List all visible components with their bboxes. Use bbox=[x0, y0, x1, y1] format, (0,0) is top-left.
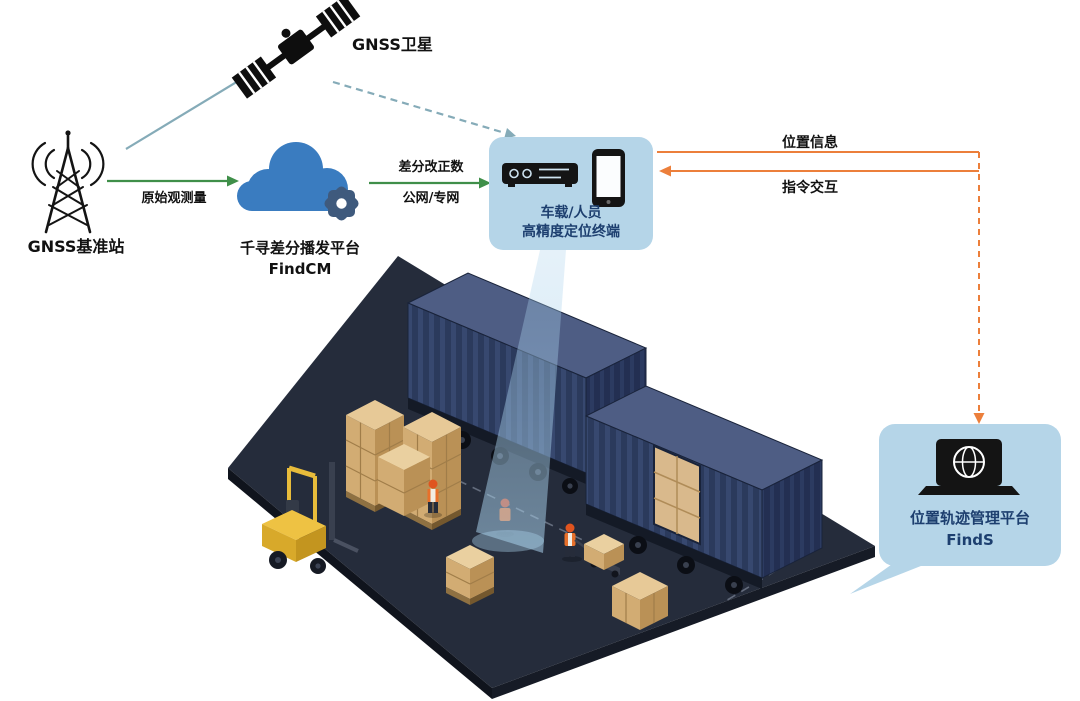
cloud-platform-label-line1: 千寻差分播发平台 bbox=[239, 239, 360, 257]
link-satellite-to-terminal bbox=[332, 80, 516, 139]
laptop-globe-icon bbox=[918, 439, 1020, 495]
cloud-platform-label: 千寻差分播发平台 FindCM bbox=[220, 238, 380, 280]
open-door-cargo bbox=[653, 444, 701, 546]
satellite-icon bbox=[231, 0, 361, 99]
corrections-label-line1: 差分改正数 bbox=[398, 160, 464, 175]
finds-platform-label-line1: 位置轨迹管理平台 bbox=[909, 509, 1030, 527]
finds-card bbox=[850, 424, 1061, 594]
forklift bbox=[262, 462, 359, 574]
front-right-pallet bbox=[612, 572, 668, 630]
cloud-gear-icon bbox=[237, 142, 359, 221]
terminal-label-line1: 车载/人员 bbox=[540, 205, 602, 221]
raw-observation-label: 原始观测量 bbox=[141, 191, 207, 206]
link-corrections-arrow bbox=[369, 177, 491, 189]
corrections-label-line2: 公网/专网 bbox=[402, 191, 460, 206]
finds-platform-label: 位置轨迹管理平台 FindS bbox=[881, 507, 1059, 551]
terminal-label: 车载/人员 高精度定位终端 bbox=[489, 204, 653, 242]
jack-cargo-box bbox=[584, 534, 624, 570]
worker-1 bbox=[424, 479, 442, 518]
single-pallet-box bbox=[445, 545, 495, 605]
gear-icon bbox=[324, 186, 359, 221]
worker-3-pallet-jack bbox=[562, 523, 624, 578]
position-info-label: 位置信息 bbox=[782, 135, 838, 151]
pallet-stack-3 bbox=[377, 444, 431, 516]
receiver-box-icon bbox=[502, 163, 578, 187]
radio-tower-icon bbox=[31, 130, 105, 234]
cloud-platform-label-line2: FindCM bbox=[268, 260, 332, 278]
yard-floor bbox=[228, 256, 875, 688]
link-command-exchange-arrow bbox=[659, 165, 979, 177]
satellite-label: GNSS卫星 bbox=[352, 35, 433, 54]
terminal-card bbox=[489, 137, 653, 250]
link-position-info-arrow bbox=[657, 151, 985, 424]
smartphone-icon bbox=[592, 149, 625, 207]
warehouse-scene bbox=[228, 250, 875, 699]
link-raw-observation-arrow bbox=[107, 175, 239, 187]
container-right bbox=[584, 385, 824, 594]
base-station-label: GNSS基准站 bbox=[27, 237, 125, 256]
positioning-beam bbox=[472, 250, 566, 553]
command-exchange-label: 指令交互 bbox=[782, 180, 838, 196]
finds-platform-label-line2: FindS bbox=[946, 531, 994, 549]
terminal-label-line2: 高精度定位终端 bbox=[522, 224, 620, 240]
